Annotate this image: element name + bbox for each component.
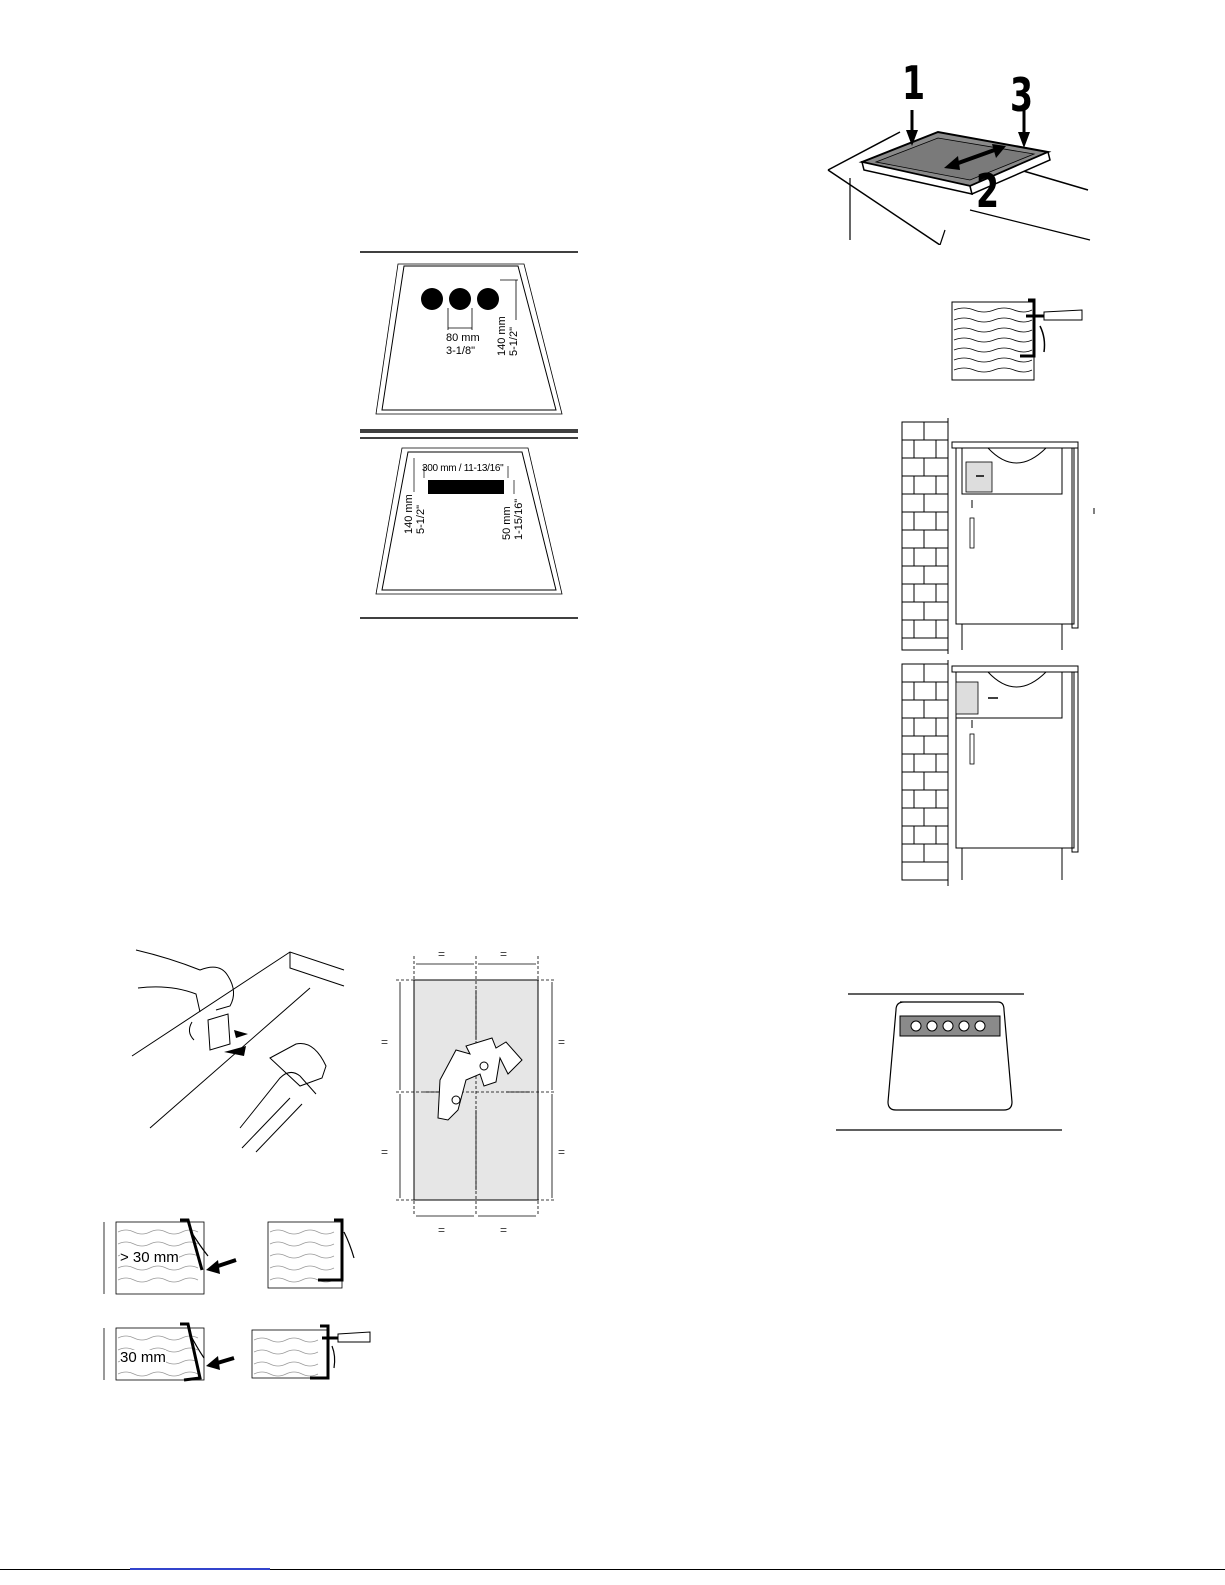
step-3-label: 3 bbox=[1010, 72, 1033, 118]
screw-worktop-figure bbox=[948, 296, 1088, 386]
equal-mark-top-left: = bbox=[438, 948, 445, 960]
hole-depth-in: 5-1/2" bbox=[508, 316, 520, 356]
hole-spacing-mm: 80 mm bbox=[446, 333, 480, 344]
slot-height-mm: 50 mm bbox=[501, 499, 513, 540]
cutout-slot-figure bbox=[358, 428, 580, 620]
cabinet-wall-figure-1 bbox=[896, 418, 1096, 654]
equal-mark-top-right: = bbox=[500, 948, 507, 960]
step-1-label: 1 bbox=[902, 60, 925, 106]
hole-depth-mm: 140 mm bbox=[496, 316, 508, 356]
worktop-thick-figure-b bbox=[264, 1218, 360, 1292]
worktop-thin-figure-a bbox=[96, 1320, 246, 1386]
equal-mark-bottom-right: = bbox=[500, 1224, 507, 1236]
clip-template-figure bbox=[396, 950, 556, 1222]
equal-mark-right-lower: = bbox=[558, 1146, 565, 1158]
equal-mark-bottom-left: = bbox=[438, 1224, 445, 1236]
control-panel-figure bbox=[834, 990, 1064, 1134]
footer-link-underline[interactable] bbox=[130, 1568, 270, 1570]
worktop-thick-label: > 30 mm bbox=[120, 1250, 179, 1265]
slot-depth-mm: 140 mm bbox=[403, 494, 415, 534]
slot-height-label: 50 mm 1-15/16" bbox=[501, 499, 525, 540]
worktop-thin-figure-b bbox=[248, 1322, 374, 1384]
equal-mark-left-upper: = bbox=[381, 1036, 388, 1048]
hob-install-steps-figure bbox=[820, 60, 1100, 245]
worktop-thin-label: 30 mm bbox=[120, 1350, 166, 1365]
equal-mark-left-lower: = bbox=[381, 1146, 388, 1158]
hole-depth-label: 140 mm 5-1/2" bbox=[496, 316, 520, 356]
slot-height-in: 1-15/16" bbox=[513, 499, 525, 540]
step-2-label: 2 bbox=[976, 168, 999, 214]
slot-depth-label: 140 mm 5-1/2" bbox=[403, 494, 427, 534]
equal-mark-right-upper: = bbox=[558, 1036, 565, 1048]
clip-hammer-figure bbox=[130, 948, 346, 1160]
cabinet-wall-figure-2 bbox=[896, 660, 1096, 886]
hole-spacing-in: 3-1/8" bbox=[446, 346, 475, 357]
slot-depth-in: 5-1/2" bbox=[415, 494, 427, 534]
slot-width-label: 300 mm / 11-13/16" bbox=[422, 464, 503, 474]
